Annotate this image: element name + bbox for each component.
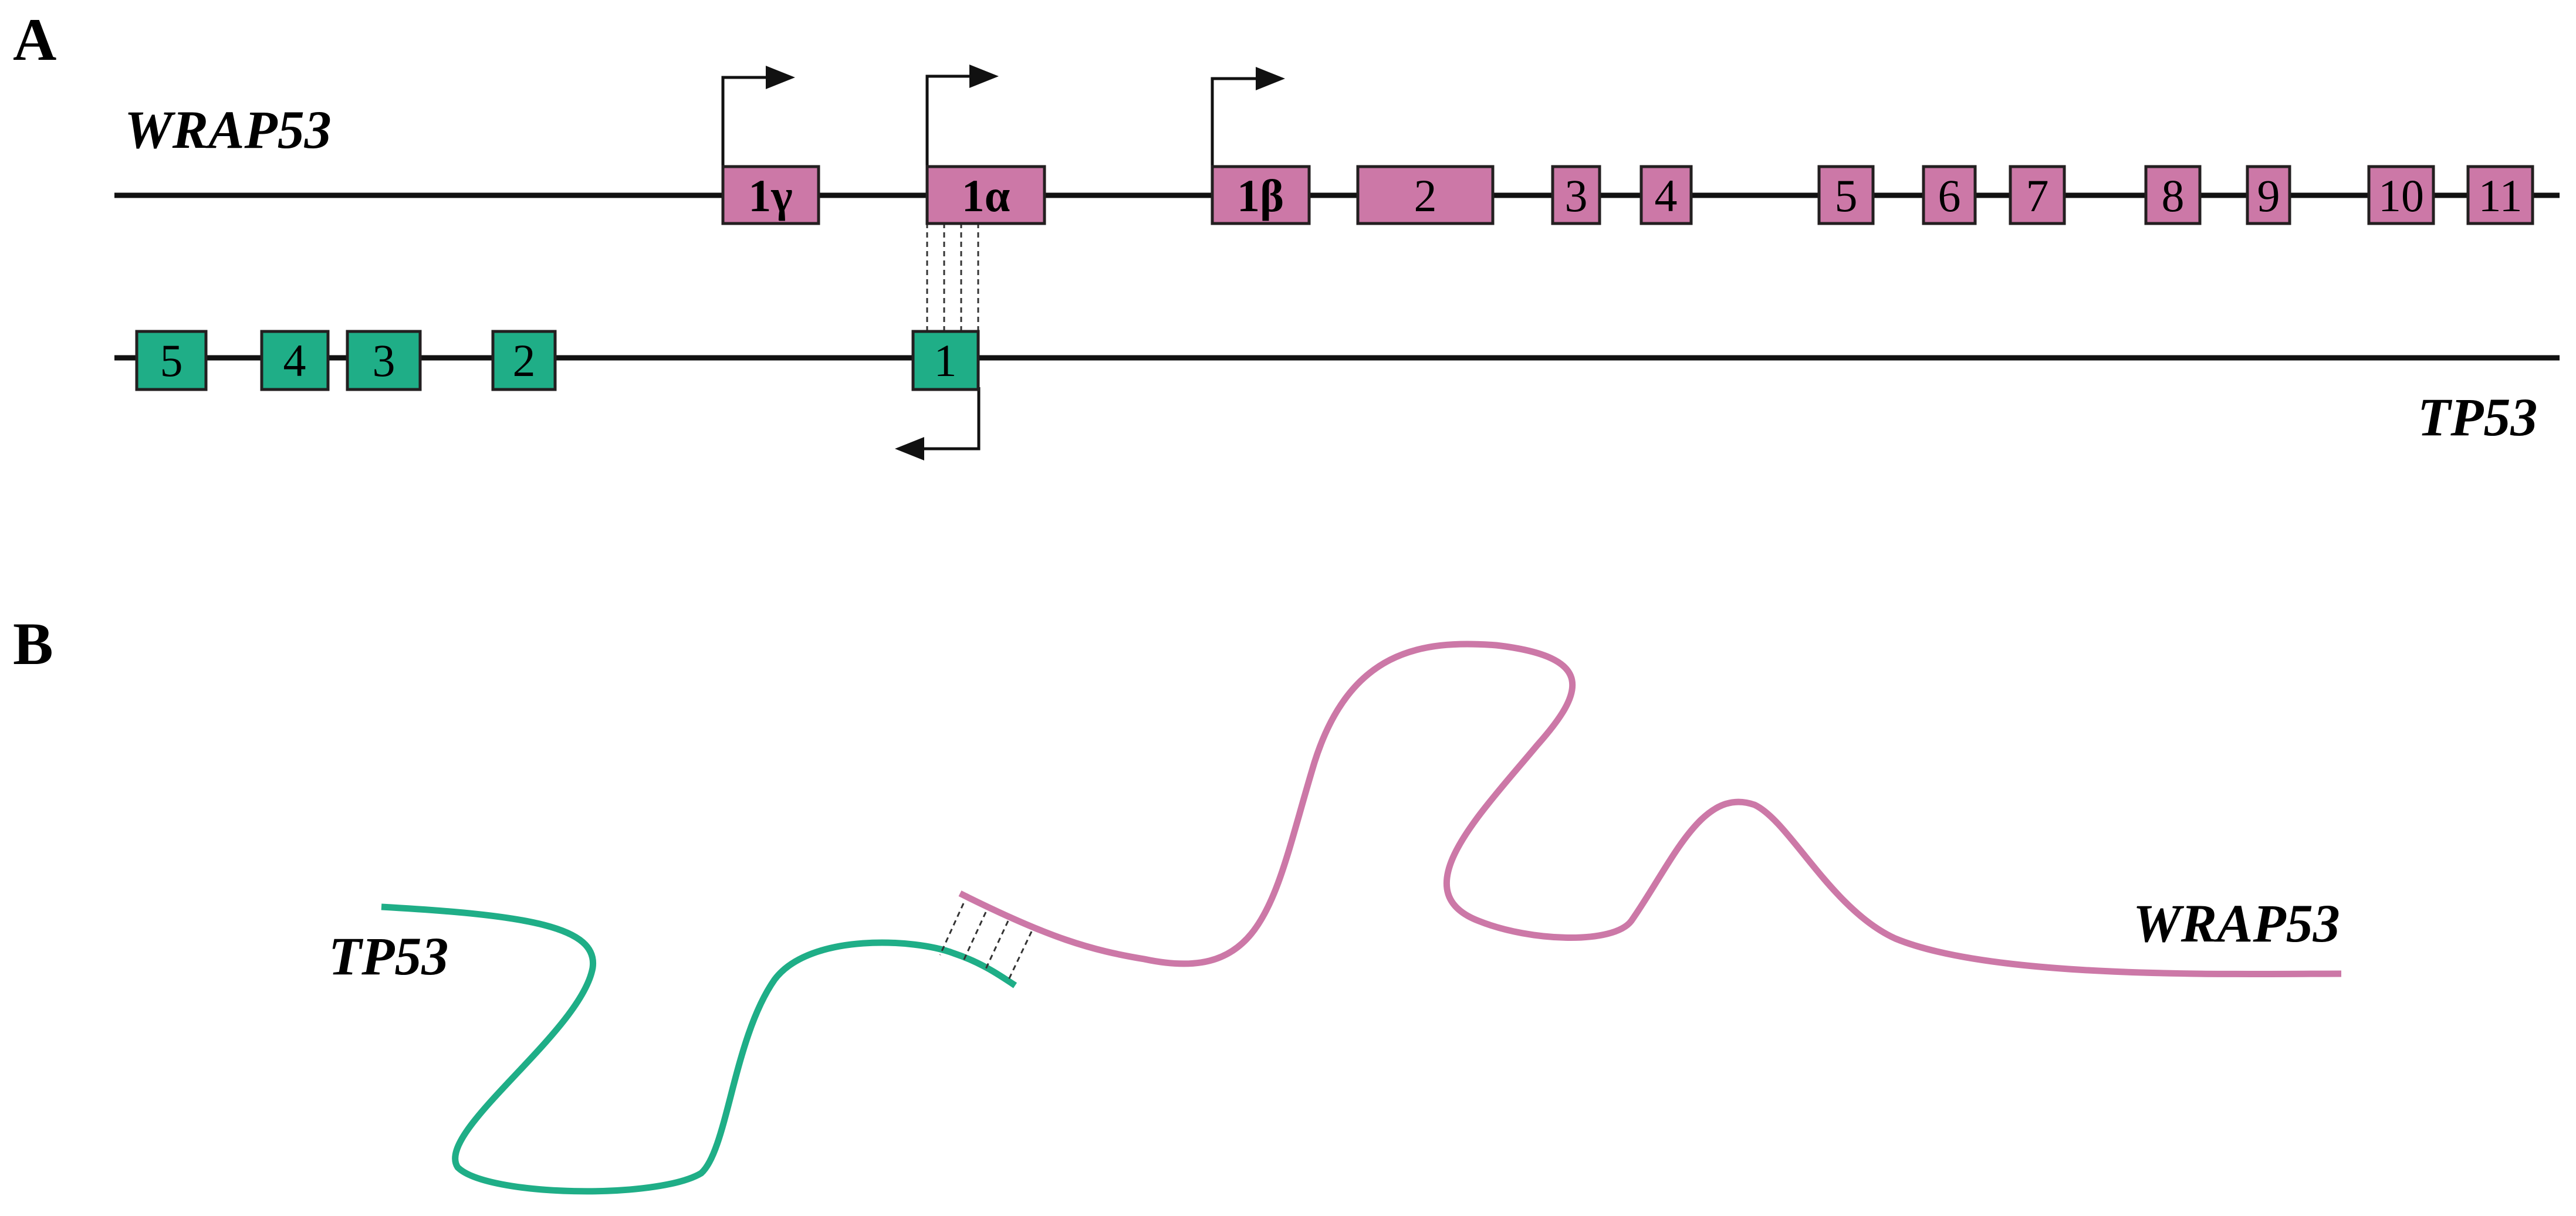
svg-text:2: 2 bbox=[1414, 170, 1437, 221]
wrap53-exon: 1β bbox=[1211, 165, 1311, 225]
svg-text:1α: 1α bbox=[962, 170, 1010, 221]
svg-text:9: 9 bbox=[2257, 170, 2280, 221]
panel-a-label: A bbox=[13, 6, 56, 73]
panel-b-label: B bbox=[13, 611, 53, 678]
svg-text:2: 2 bbox=[513, 335, 536, 386]
tp53-rna-strand bbox=[381, 903, 1017, 1195]
tss-arrow-1a bbox=[925, 65, 999, 167]
svg-text:5: 5 bbox=[1835, 170, 1858, 221]
svg-text:1: 1 bbox=[934, 335, 957, 386]
tp53-gene-label: TP53 bbox=[2418, 387, 2537, 447]
wrap53-exon: 2 bbox=[1356, 165, 1495, 225]
tp53-rna-label: TP53 bbox=[329, 926, 448, 986]
svg-text:3: 3 bbox=[373, 335, 395, 386]
svg-text:11: 11 bbox=[2478, 170, 2522, 221]
overlap-pairing-lines-a bbox=[926, 223, 979, 331]
tss-arrow-tp53 bbox=[895, 387, 981, 460]
overlap-pairing-lines-b bbox=[939, 903, 1033, 981]
svg-text:5: 5 bbox=[160, 335, 183, 386]
wrap53-exon: 3 bbox=[1551, 165, 1601, 225]
tss-arrow-1g bbox=[721, 66, 795, 167]
svg-text:7: 7 bbox=[2026, 170, 2049, 221]
tp53-exon: 4 bbox=[260, 330, 330, 391]
wrap53-exons: 1γ 1α 1β 2 3 4 5 6 bbox=[721, 165, 2534, 225]
wrap53-exon: 11 bbox=[2466, 165, 2534, 225]
tss-arrow-1b bbox=[1211, 67, 1285, 167]
svg-text:3: 3 bbox=[1565, 170, 1588, 221]
tp53-exons: 5 4 3 2 1 bbox=[135, 330, 980, 391]
wrap53-exon: 6 bbox=[1922, 165, 1977, 225]
tp53-exon: 1 bbox=[911, 330, 980, 391]
svg-text:10: 10 bbox=[2378, 170, 2424, 221]
wrap53-exon: 1α bbox=[925, 165, 1046, 225]
svg-text:6: 6 bbox=[1938, 170, 1961, 221]
tp53-exon: 3 bbox=[346, 330, 422, 391]
wrap53-exon: 8 bbox=[2144, 165, 2202, 225]
wrap53-exon: 7 bbox=[2009, 165, 2066, 225]
tp53-exon: 5 bbox=[135, 330, 208, 391]
wrap53-rna-strand bbox=[958, 641, 2342, 977]
wrap53-exon: 9 bbox=[2246, 165, 2291, 225]
svg-text:1γ: 1γ bbox=[748, 170, 793, 221]
svg-text:8: 8 bbox=[2162, 170, 2185, 221]
tp53-exon: 2 bbox=[491, 330, 557, 391]
wrap53-gene-label: WRAP53 bbox=[124, 100, 332, 160]
svg-text:4: 4 bbox=[1655, 170, 1678, 221]
wrap53-exon: 1γ bbox=[721, 165, 820, 225]
wrap53-exon: 10 bbox=[2367, 165, 2435, 225]
wrap53-rna-label: WRAP53 bbox=[2133, 893, 2340, 953]
wrap53-exon: 5 bbox=[1817, 165, 1875, 225]
wrap53-exon: 4 bbox=[1639, 165, 1693, 225]
svg-text:1β: 1β bbox=[1237, 170, 1284, 221]
svg-text:4: 4 bbox=[283, 335, 306, 386]
